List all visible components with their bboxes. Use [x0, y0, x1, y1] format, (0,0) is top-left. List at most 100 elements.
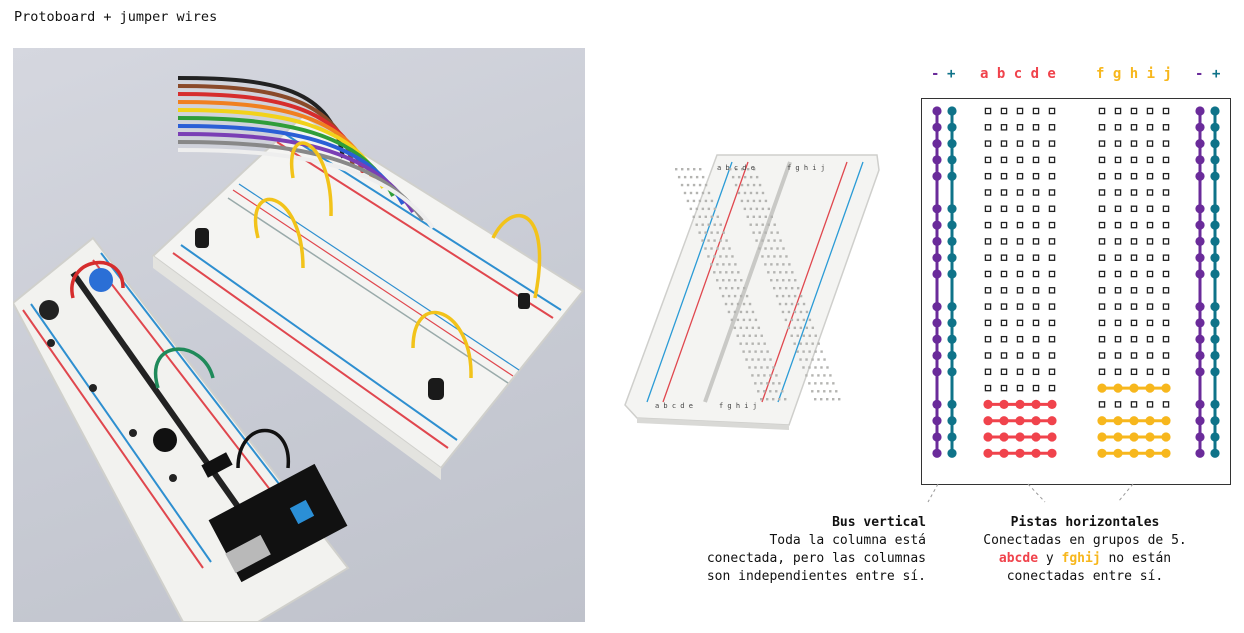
bus-dot-right-minus — [1195, 318, 1205, 328]
small-bb-hole — [799, 310, 803, 314]
small-bb-hole — [724, 302, 728, 306]
abcde-hole — [1048, 124, 1056, 131]
small-bb-hole — [817, 358, 820, 361]
abcde-hole — [1000, 172, 1008, 180]
small-breadboard-illustration: a b c d e f g h i j a b c d e f g h i j — [617, 140, 887, 430]
small-bb-hole — [742, 286, 746, 290]
fghij-hole — [1130, 172, 1138, 180]
small-bb-hole — [755, 223, 758, 226]
bus-dot-left-plus — [947, 448, 957, 458]
fghij-hole — [1146, 401, 1154, 408]
small-bb-hole — [817, 390, 820, 393]
bus-dot-right-minus — [1195, 448, 1205, 458]
small-bb-hole — [826, 382, 829, 385]
bus-dot-right-plus — [1210, 416, 1220, 426]
pistas-mid: y — [1038, 551, 1062, 566]
small-bb-hole — [808, 350, 811, 353]
small-bb-hole — [782, 247, 785, 250]
fghij-hole — [1098, 270, 1106, 278]
abcde-hole — [1032, 352, 1040, 359]
fghij-hole — [1146, 287, 1154, 294]
abcde-hole — [1000, 140, 1008, 147]
fghij-hole — [1146, 319, 1154, 327]
bus-dot-left-minus — [932, 302, 942, 312]
bus-dot-left-plus — [947, 367, 957, 377]
bus-dot-left-plus — [947, 432, 957, 442]
small-bb-hole — [802, 350, 805, 353]
small-bb-hole — [764, 247, 767, 250]
fghij-hole — [1130, 107, 1138, 115]
small-bb-hole — [776, 231, 779, 234]
small-bb-hole — [776, 263, 779, 266]
small-bb-hole — [811, 374, 814, 377]
small-bb-hole — [784, 286, 788, 290]
small-bb-hole — [729, 168, 732, 171]
small-bb-hole — [779, 271, 782, 274]
small-bb-hole — [769, 390, 772, 393]
fghij-hole — [1114, 335, 1122, 343]
bus-dot-right-minus — [1195, 253, 1205, 263]
bus-dot-right-plus — [1210, 220, 1220, 230]
small-bb-hole — [713, 207, 717, 211]
small-bb-hole — [710, 199, 714, 203]
small-bb-hole — [778, 382, 781, 385]
abcde-hole — [1032, 384, 1040, 392]
header-right-plus: + — [1212, 66, 1221, 82]
small-bb-hole — [757, 358, 760, 361]
abcde-hole — [1016, 319, 1024, 327]
pistas-kw-abcde: abcde — [998, 551, 1039, 566]
fghij-hole — [1145, 416, 1155, 426]
small-bb-hole — [751, 342, 754, 345]
abcde-hole — [1032, 107, 1040, 115]
abcde-hole — [1032, 205, 1040, 213]
abcde-hole — [1048, 140, 1056, 147]
small-bb-hole — [689, 207, 693, 211]
small-bb-hole — [754, 382, 757, 385]
small-bb-hole — [695, 191, 699, 195]
small-bb-hole — [716, 279, 719, 282]
abcde-hole — [1016, 254, 1024, 261]
bus-dot-right-minus — [1195, 367, 1205, 377]
small-bb-hole — [749, 207, 753, 211]
bus-dot-right-plus — [1210, 399, 1220, 409]
small-bb-hole — [763, 342, 766, 345]
bus-dot-right-minus — [1195, 236, 1205, 246]
small-bb-hole — [733, 310, 737, 314]
small-bb-hole — [758, 247, 761, 250]
small-bb-hole — [739, 310, 743, 314]
small-bb-hole — [701, 175, 705, 179]
small-bb-hole — [799, 358, 802, 361]
small-bb-hole — [698, 231, 701, 234]
small-bb-hole — [736, 286, 740, 290]
abcde-hole — [1047, 448, 1057, 458]
small-bb-hole — [740, 199, 744, 203]
fghij-hole — [1114, 107, 1122, 115]
small-bb-hole — [793, 342, 796, 345]
abcde-hole — [1000, 352, 1008, 359]
small-bb-hole — [767, 223, 770, 226]
fghij-hole — [1146, 303, 1154, 310]
fghij-hole — [1114, 254, 1122, 261]
fghij-hole — [1113, 448, 1123, 458]
abcde-hole — [1047, 432, 1057, 442]
small-bb-hole — [724, 286, 728, 290]
small-bb-hole — [725, 239, 728, 242]
small-bb-hole — [838, 398, 841, 401]
small-bb-hole — [728, 263, 731, 266]
small-bb-hole — [814, 366, 817, 369]
small-bb-hole — [704, 199, 708, 203]
abcde-hole — [1048, 254, 1056, 261]
fghij-hole — [1162, 401, 1170, 408]
bus-dot-left-plus — [947, 236, 957, 246]
small-bb-hole — [767, 255, 770, 258]
fghij-hole — [1162, 270, 1170, 278]
small-bb-hole — [820, 398, 823, 401]
abcde-hole — [1032, 172, 1040, 180]
small-bb-hole — [686, 183, 690, 187]
fghij-hole — [1114, 205, 1122, 213]
small-bb-hole — [731, 271, 734, 274]
small-bb-hole — [796, 286, 800, 290]
small-bb-hole — [734, 279, 737, 282]
small-bb-hole — [746, 199, 750, 203]
small-bb-hole — [778, 302, 782, 306]
